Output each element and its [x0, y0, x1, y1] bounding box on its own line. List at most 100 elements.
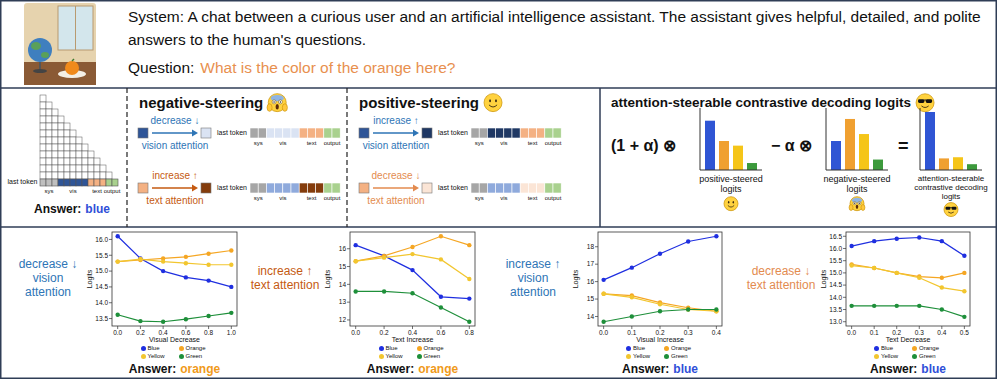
steer-label: vision attention: [142, 140, 209, 152]
legend-swatch: [874, 346, 879, 351]
data-point: [382, 289, 386, 293]
photo-window: [58, 6, 93, 50]
legend-item: Green: [417, 353, 441, 359]
attention-cell: [64, 137, 70, 144]
data-point: [601, 292, 605, 296]
tick-label: 14: [339, 281, 346, 288]
tick-label: 0.4: [159, 329, 168, 336]
tick-label: 0.0: [847, 329, 856, 336]
data-point: [895, 271, 899, 275]
emoji-pupil: [273, 101, 274, 102]
data-points: [849, 263, 966, 293]
arrow-head: [413, 185, 419, 192]
data-line: [118, 259, 232, 265]
segment-label: output: [545, 140, 562, 147]
token-cell: [76, 179, 82, 186]
data-point: [658, 309, 662, 313]
emoji-face: [484, 94, 502, 112]
data-point: [917, 276, 921, 280]
legend-text: Orange: [186, 345, 206, 351]
token-cell: [496, 183, 504, 193]
token-cell: [471, 128, 479, 138]
data-line: [356, 254, 470, 279]
answer-word: blue: [85, 203, 110, 217]
token-cell: [291, 183, 299, 193]
line-chart: [347, 232, 475, 329]
token-cell: [545, 128, 553, 138]
tick-label: 13.0: [829, 318, 842, 325]
attention-cell: [64, 165, 70, 172]
segment-label: sys: [475, 140, 484, 147]
legend-item: Yellow: [141, 353, 165, 359]
legend-swatch: [912, 346, 917, 351]
legend-item: Green: [912, 353, 936, 359]
logit-bar: [719, 141, 729, 170]
dashed-divider: [126, 88, 127, 227]
steer-label: vision attention: [363, 140, 430, 152]
segment-label: sys: [475, 195, 484, 202]
system-prompt: System: A chat between a curious user an…: [128, 5, 986, 52]
emoji-mouth: [728, 205, 734, 207]
data-point: [353, 289, 357, 293]
tick-label: 18: [587, 243, 594, 250]
segment-label: text: [528, 195, 538, 202]
tick-label: 1.0: [227, 329, 236, 336]
data-point: [184, 275, 188, 279]
attention-cell: [40, 109, 46, 116]
data-point: [138, 256, 142, 260]
y-tick: [347, 319, 350, 320]
token-cell: [100, 179, 106, 186]
token-cell: [106, 179, 112, 186]
legend-item: Green: [179, 353, 203, 359]
attention-cell: [100, 165, 106, 172]
attention-cell: [70, 158, 76, 165]
segment-label: text: [92, 188, 102, 195]
token-cell: [504, 128, 512, 138]
legend-text: Yellow: [633, 353, 650, 359]
y-tick: [347, 266, 350, 267]
legend-swatch: [912, 354, 917, 359]
emoji-hand: [849, 205, 853, 211]
emoji-glass-bridge: [924, 100, 926, 101]
attention-cell: [88, 165, 94, 172]
data-points: [115, 248, 233, 263]
attention-cell: [52, 123, 58, 130]
legend-item: Orange: [912, 345, 939, 351]
arrow-head: [192, 130, 198, 137]
emoji-pupil: [280, 101, 281, 102]
emoji-glass: [926, 99, 932, 103]
data-line: [356, 245, 470, 298]
steer-label: decrease ↓: [372, 170, 421, 182]
token-cell: [250, 183, 258, 193]
data-point: [849, 263, 853, 267]
data-point: [962, 289, 966, 293]
token-cell: [94, 179, 100, 186]
logit-bar: [733, 146, 743, 170]
token-cell: [258, 128, 266, 138]
token-label: last token: [217, 184, 247, 192]
token-cell: [258, 183, 266, 193]
tick-label: 0.4: [408, 329, 417, 336]
emoji-eye: [728, 201, 729, 203]
token-cell: [545, 183, 553, 193]
data-point: [115, 234, 119, 238]
legend-swatch: [417, 346, 422, 351]
legend-text: Blue: [386, 345, 398, 351]
axis-title: Logits: [820, 270, 828, 289]
legend-swatch: [664, 354, 669, 359]
data-points: [353, 289, 471, 324]
attention-cell: [64, 158, 70, 165]
data-point: [895, 304, 899, 308]
data-point: [962, 271, 966, 275]
attention-cell: [40, 151, 46, 158]
logit-bar: [967, 164, 977, 170]
formula-term: − α ⊗: [771, 137, 812, 155]
token-cell: [46, 179, 52, 186]
data-line: [604, 310, 717, 322]
emoji-mouth: [489, 105, 497, 107]
cool-emoji: [916, 94, 934, 112]
data-point: [410, 245, 414, 249]
steer-label: text attention: [367, 195, 424, 207]
logit-bar: [939, 158, 949, 170]
y-tick: [109, 286, 112, 287]
